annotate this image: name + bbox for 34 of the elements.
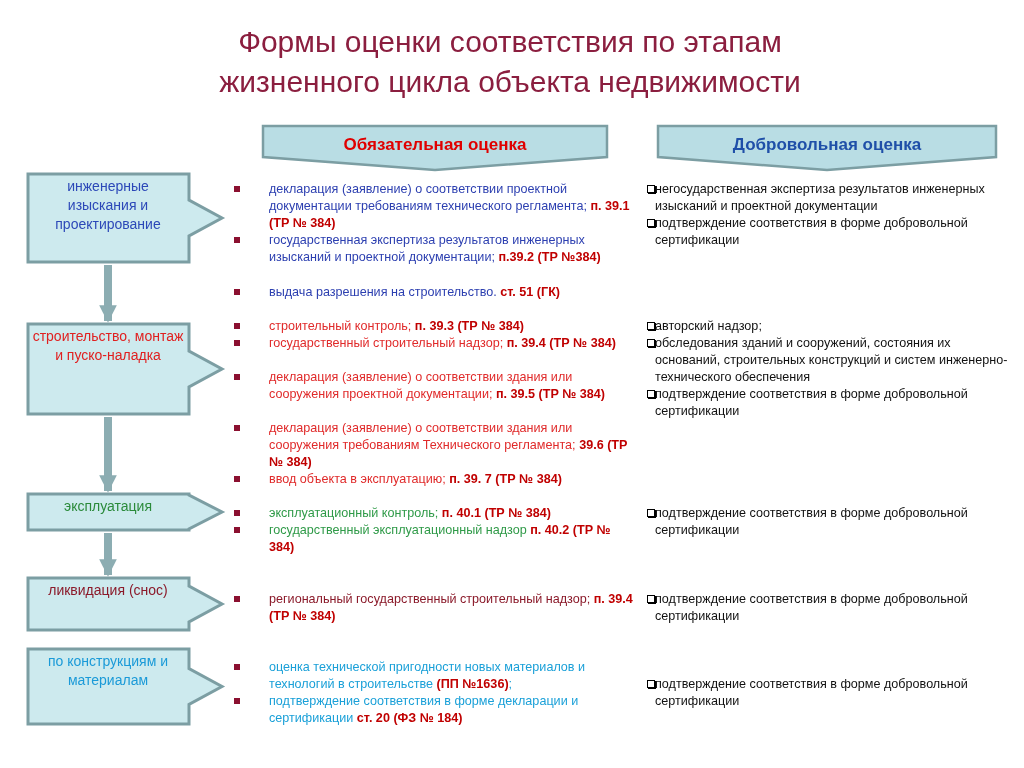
stage-label: эксплуатация — [63, 497, 153, 516]
stage-label: строительство, монтаж и пуско-наладка — [31, 327, 185, 365]
requirement-item: строительный контроль; п. 39.3 (ТР № 384) — [234, 318, 635, 335]
stage-arrow-box — [27, 577, 223, 631]
requirement-item: государственный строительный надзор; п. 39.4 (ТР № 384) — [234, 335, 635, 352]
stage-arrow-box — [27, 493, 223, 531]
title: Формы оценки соответствия по этапам жизненного цикла объекта недвижимости — [218, 24, 802, 100]
stage-label: инженерные изыскания и проектирование — [54, 177, 162, 234]
banner-heading: Добровольная оценка — [731, 135, 923, 155]
stage-label: ликвидация (снос) — [47, 581, 169, 600]
stage-arrow-box — [27, 323, 223, 415]
stage-arrow-box — [27, 173, 223, 263]
requirement-item: декларация (заявление) о соответствии здания или сооружения проектной документации; п. 39.5 (ТР № 384) — [234, 369, 635, 403]
requirement-item: выдача разрешения на строительство. ст. 51 (ГК) — [234, 284, 635, 301]
voluntary-item: подтверждение соответствия в форме добровольной сертификации — [646, 505, 1013, 539]
requirement-item: эксплуатационный контроль; п. 40.1 (ТР № 384) — [234, 505, 635, 522]
voluntary-item: подтверждение соответствия в форме добровольной сертификации — [646, 676, 1013, 710]
requirement-item: оценка технической пригодности новых материалов и технологий в строительстве (ПП №1636); — [234, 659, 635, 693]
banner-arrow — [657, 125, 997, 171]
requirement-item: подтверждение соответствия в форме декларации и сертификации ст. 20 (ФЗ № 184) — [234, 693, 635, 727]
requirement-item: государственная экспертиза результатов инженерных изысканий и проектной документации; п.39.2 (ТР №384) — [234, 232, 635, 266]
stage-label: по конструкциям и материалам — [47, 652, 169, 690]
banner-heading: Обязательная оценка — [342, 135, 528, 155]
requirement-item: государственный эксплуатационный надзор п. 40.2 (ТР № 384) — [234, 522, 635, 556]
requirement-item: ввод объекта в эксплуатацию; п. 39. 7 (ТР № 384) — [234, 471, 635, 488]
requirement-item: региональный государственный строительный надзор; п. 39.4 (ТР № 384) — [234, 591, 635, 625]
banner-arrow — [262, 125, 608, 171]
voluntary-item: подтверждение соответствия в форме добровольной сертификации — [646, 591, 1013, 625]
voluntary-item: авторский надзор; — [646, 318, 1013, 335]
requirement-item: декларация (заявление) о соответствии здания или сооружения требованиям Технического регламента; 39.6 (ТР № 384) — [234, 420, 635, 471]
voluntary-item: подтверждение соответствия в форме добровольной сертификации — [646, 215, 1013, 249]
stage-arrow-box — [27, 648, 223, 725]
requirement-item: декларация (заявление) о соответствии проектной документации требованиям технического регламента; п. 39.1 (ТР № 384) — [234, 181, 635, 232]
voluntary-item: подтверждение соответствия в форме добровольной сертификации — [646, 386, 1013, 420]
